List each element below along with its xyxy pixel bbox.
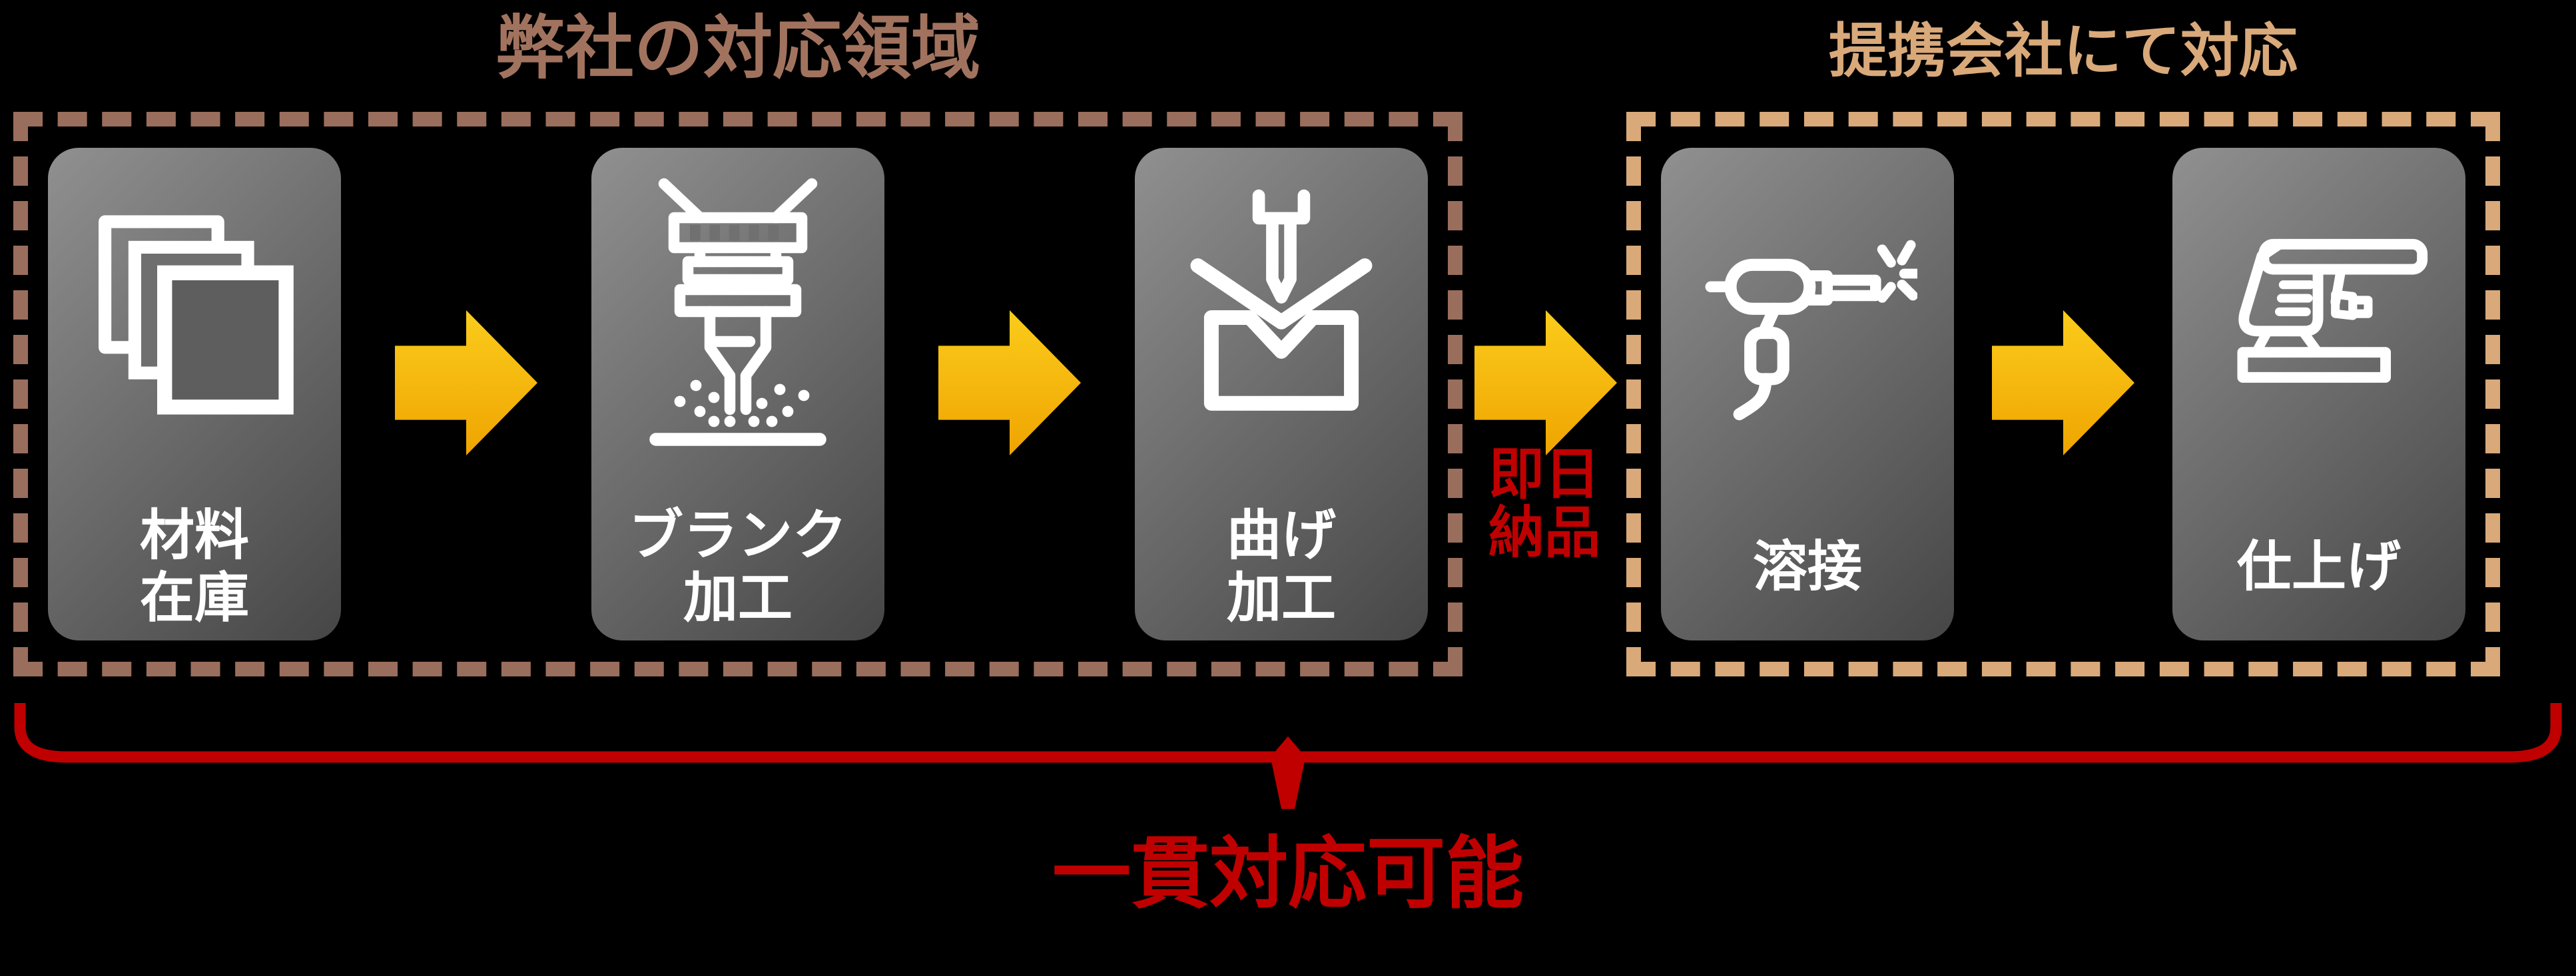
step-label-line: 材料: [139, 505, 249, 566]
step-blank-processing: ブランク 加工: [591, 148, 884, 640]
step-label-line: 溶接: [1752, 537, 1862, 597]
partner-scope-title: 提携会社にて対応: [1828, 18, 2298, 84]
step-label-line: ブランク: [628, 505, 847, 566]
company-scope-group: 材料 在庫: [13, 112, 1462, 676]
step-label-line: 加工: [683, 568, 793, 628]
step-label-line: 仕上げ: [2236, 537, 2401, 597]
step-finishing: 仕上げ: [2172, 148, 2465, 640]
same-day-delivery-line: 即日: [1488, 443, 1600, 505]
same-day-delivery-label: 即日 納品: [1456, 445, 1633, 562]
step-bending: 曲げ 加工: [1135, 148, 1428, 640]
step-label: ブランク 加工: [591, 501, 884, 634]
company-scope-title: 弊社の対応領域: [495, 10, 980, 87]
flow-arrow-icon: [395, 306, 537, 460]
step-welding: 溶接: [1661, 148, 1954, 640]
flow-arrow-icon: [1992, 306, 2134, 460]
sander-finishing-icon: [2172, 161, 2465, 474]
press-brake-bending-icon: [1135, 161, 1428, 474]
flow-arrow-icon: [1474, 306, 1617, 460]
step-label: 曲げ 加工: [1135, 501, 1428, 634]
step-label-line: 在庫: [139, 568, 249, 628]
full-span-bracket: [14, 703, 2562, 809]
step-label: 材料 在庫: [48, 501, 341, 634]
laser-cutting-icon: [591, 161, 884, 474]
same-day-delivery-line: 納品: [1488, 501, 1600, 564]
step-label: 仕上げ: [2172, 501, 2465, 634]
partner-scope-group: 溶接: [1626, 112, 2500, 676]
step-label: 溶接: [1661, 501, 1954, 634]
stacked-sheets-icon: [48, 161, 341, 474]
step-label-line: 曲げ: [1226, 505, 1336, 566]
flow-arrow-icon: [938, 306, 1081, 460]
one-stop-support-label: 一貫対応可能: [1052, 830, 1524, 918]
step-label-line: 加工: [1226, 568, 1336, 628]
step-material-stock: 材料 在庫: [48, 148, 341, 640]
welding-torch-icon: [1661, 161, 1954, 474]
